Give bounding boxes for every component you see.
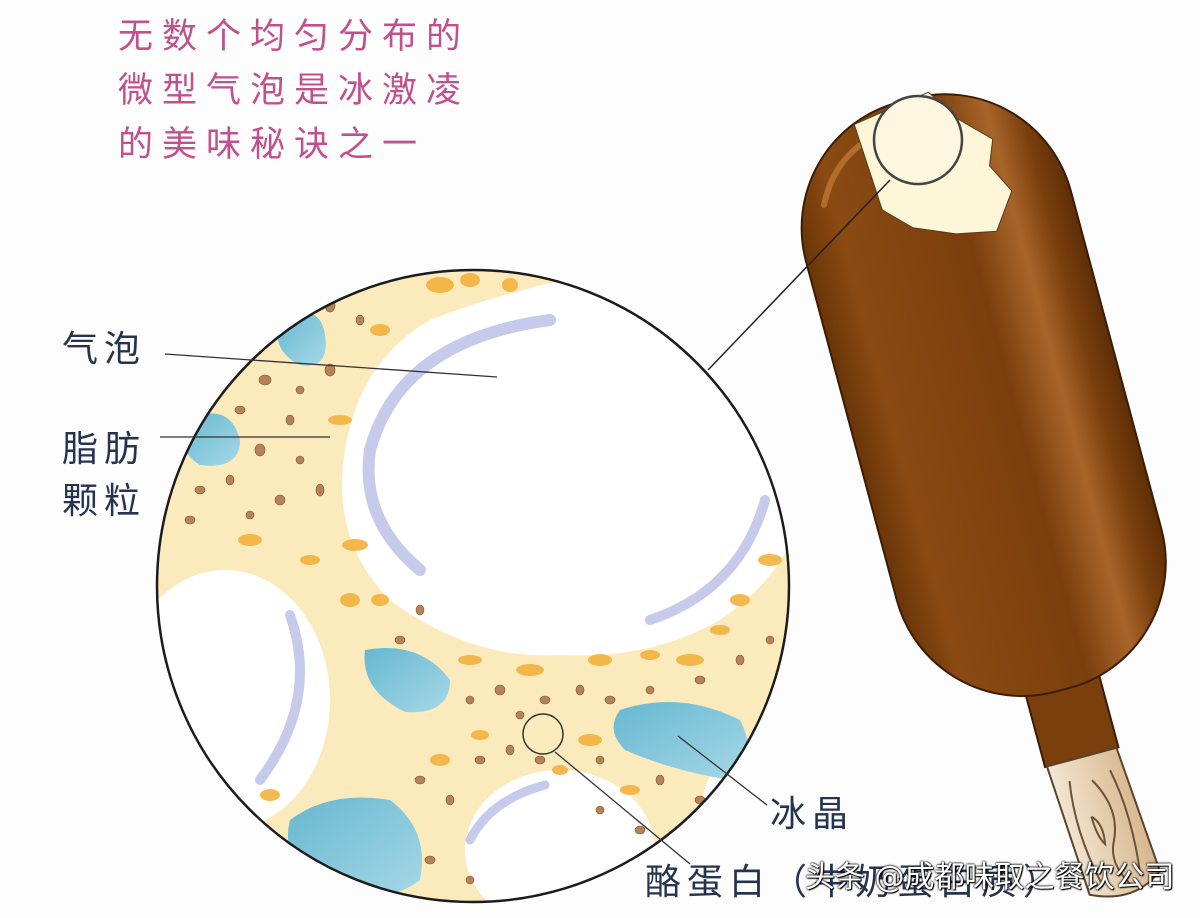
fat-globules: [238, 273, 782, 801]
watermark: 头条 @成都味取之餐饮公司: [805, 860, 1175, 895]
label-fat-line2: 颗粒: [62, 481, 147, 522]
headline: 无数个均匀分布的 微型气泡是冰激凌 的美味秘诀之一: [118, 10, 470, 172]
headline-line-2: 微型气泡是冰激凌: [118, 71, 471, 111]
headline-line-3: 的美味秘诀之一: [118, 125, 427, 165]
leader-casein: [554, 751, 691, 865]
label-fat-line1: 脂肪: [62, 429, 147, 470]
ice-cream-bar: [800, 91, 1167, 898]
leader-ice-crystal: [677, 735, 768, 806]
magnify-source-circle: [872, 94, 964, 186]
casein-highlight-circle: [522, 713, 564, 755]
label-ice-crystal: 冰晶: [770, 794, 855, 835]
headline-line-1: 无数个均匀分布的: [118, 17, 471, 57]
magnify-connector-line: [707, 179, 891, 371]
label-casein: 酪蛋白（牛奶蛋白质）: [645, 862, 1066, 903]
leader-air-bubble: [164, 353, 498, 378]
label-air-bubble: 气泡: [62, 329, 147, 370]
